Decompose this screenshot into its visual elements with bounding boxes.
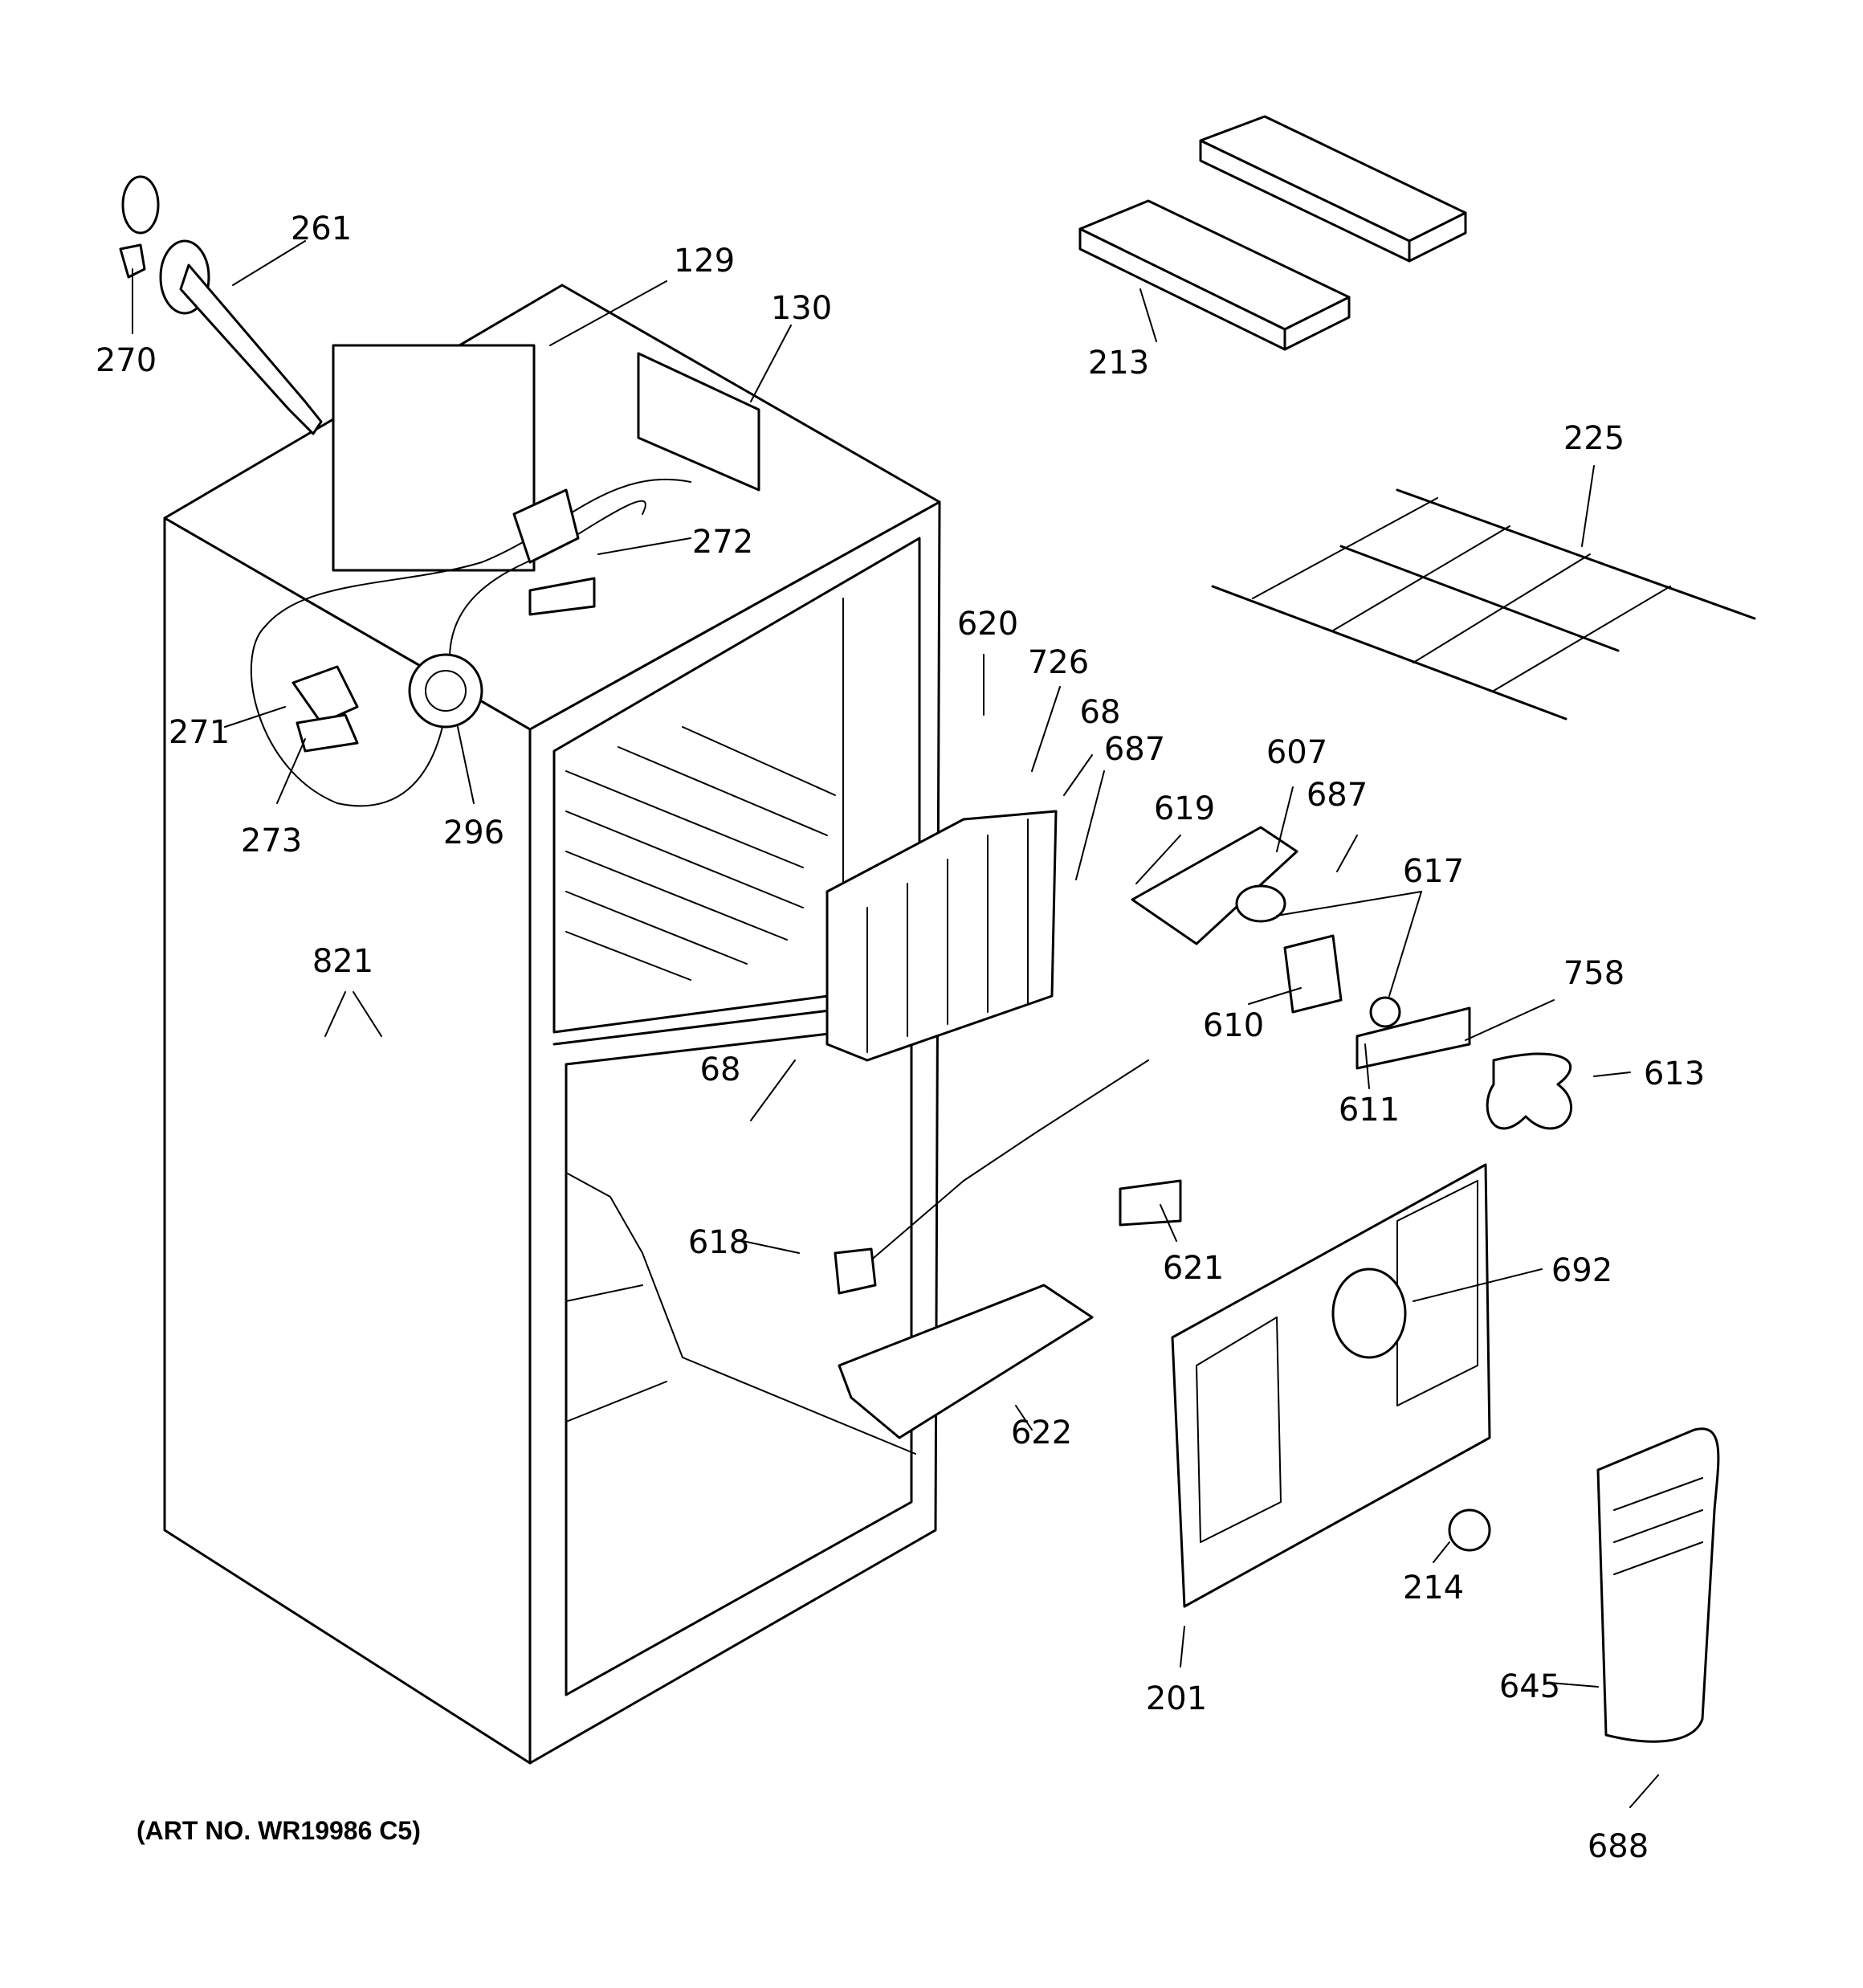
callout-613: 613 (1644, 1055, 1705, 1092)
callout-271: 271 (169, 714, 230, 751)
callout-621: 621 (1163, 1250, 1224, 1287)
callout-273: 273 (241, 823, 302, 859)
leader-lines (132, 240, 1659, 1808)
callout-645: 645 (1499, 1668, 1560, 1705)
fill-tube-assembly (119, 175, 323, 435)
callout-272: 272 (692, 524, 753, 561)
callout-129: 129 (674, 243, 735, 280)
callout-692: 692 (1551, 1252, 1612, 1289)
callout-622: 622 (1011, 1414, 1072, 1451)
callout-270: 270 (96, 342, 157, 379)
rear-panel (1171, 1163, 1491, 1608)
callout-68-bottom: 68 (700, 1051, 741, 1088)
fan-assembly (1131, 826, 1573, 1130)
callout-607: 607 (1266, 734, 1327, 771)
callout-225: 225 (1563, 420, 1625, 457)
callout-214: 214 (1403, 1570, 1464, 1606)
ice-tray-lower (1078, 199, 1351, 351)
vent-cover (1596, 1427, 1720, 1743)
callout-617: 617 (1403, 853, 1464, 890)
callout-688: 688 (1588, 1828, 1649, 1865)
label-130 (637, 352, 760, 492)
callout-620: 620 (957, 606, 1018, 643)
callout-758: 758 (1563, 955, 1625, 992)
callout-130: 130 (771, 290, 832, 327)
callout-610: 610 (1203, 1007, 1264, 1044)
ice-tray-upper (1199, 115, 1467, 263)
callout-618: 618 (688, 1224, 749, 1261)
callout-201: 201 (1146, 1680, 1207, 1717)
callout-687-left: 687 (1104, 731, 1165, 768)
evaporator (826, 810, 1058, 1062)
callout-611: 611 (1339, 1092, 1400, 1129)
callout-687-right: 687 (1307, 777, 1368, 814)
control-wiring (250, 478, 691, 807)
freezer-floor-grid (565, 726, 836, 981)
callouts: 261 129 130 270 213 225 272 271 273 296 … (96, 210, 1705, 1865)
label-129 (332, 344, 536, 572)
callout-619: 619 (1154, 790, 1215, 827)
callout-261: 261 (291, 210, 352, 247)
callout-296: 296 (443, 814, 504, 851)
callout-213: 213 (1088, 345, 1149, 382)
callout-68-top: 68 (1080, 694, 1121, 731)
art-number: (ART NO. WR19986 C5) (137, 1816, 421, 1845)
defrost-heater (834, 1059, 1182, 1439)
cabinet (163, 284, 941, 1765)
wire-shelf (1211, 488, 1756, 720)
callout-726: 726 (1028, 644, 1089, 681)
callout-821: 821 (312, 943, 373, 980)
